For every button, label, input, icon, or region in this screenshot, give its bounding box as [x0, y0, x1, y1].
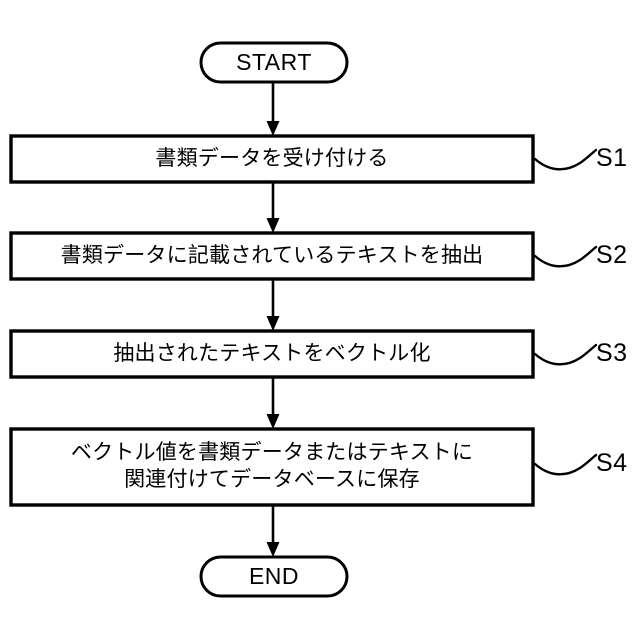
- step-box-s1[interactable]: [9, 134, 535, 184]
- leader-line-s3: [533, 343, 598, 366]
- arrow-start-to-s1: [266, 82, 280, 136]
- start-node-shape[interactable]: [199, 41, 349, 84]
- leader-line-s4: [533, 453, 598, 476]
- arrow-s4-to-end: [266, 505, 280, 557]
- arrow-s2-to-s3: [266, 279, 280, 331]
- step-box-s4[interactable]: [9, 427, 535, 507]
- leader-line-s2: [533, 245, 598, 268]
- step-box-s2[interactable]: [9, 231, 535, 281]
- step-tag-s1: S1: [596, 144, 628, 172]
- step-box-s3[interactable]: [9, 329, 535, 379]
- leader-line-s1: [533, 148, 598, 171]
- end-node-shape[interactable]: [199, 555, 349, 598]
- step-tag-s2: S2: [596, 241, 628, 269]
- arrow-s1-to-s2: [266, 182, 280, 233]
- step-tag-s4: S4: [596, 449, 628, 477]
- arrow-s3-to-s4: [266, 377, 280, 429]
- step-tag-s3: S3: [596, 339, 628, 367]
